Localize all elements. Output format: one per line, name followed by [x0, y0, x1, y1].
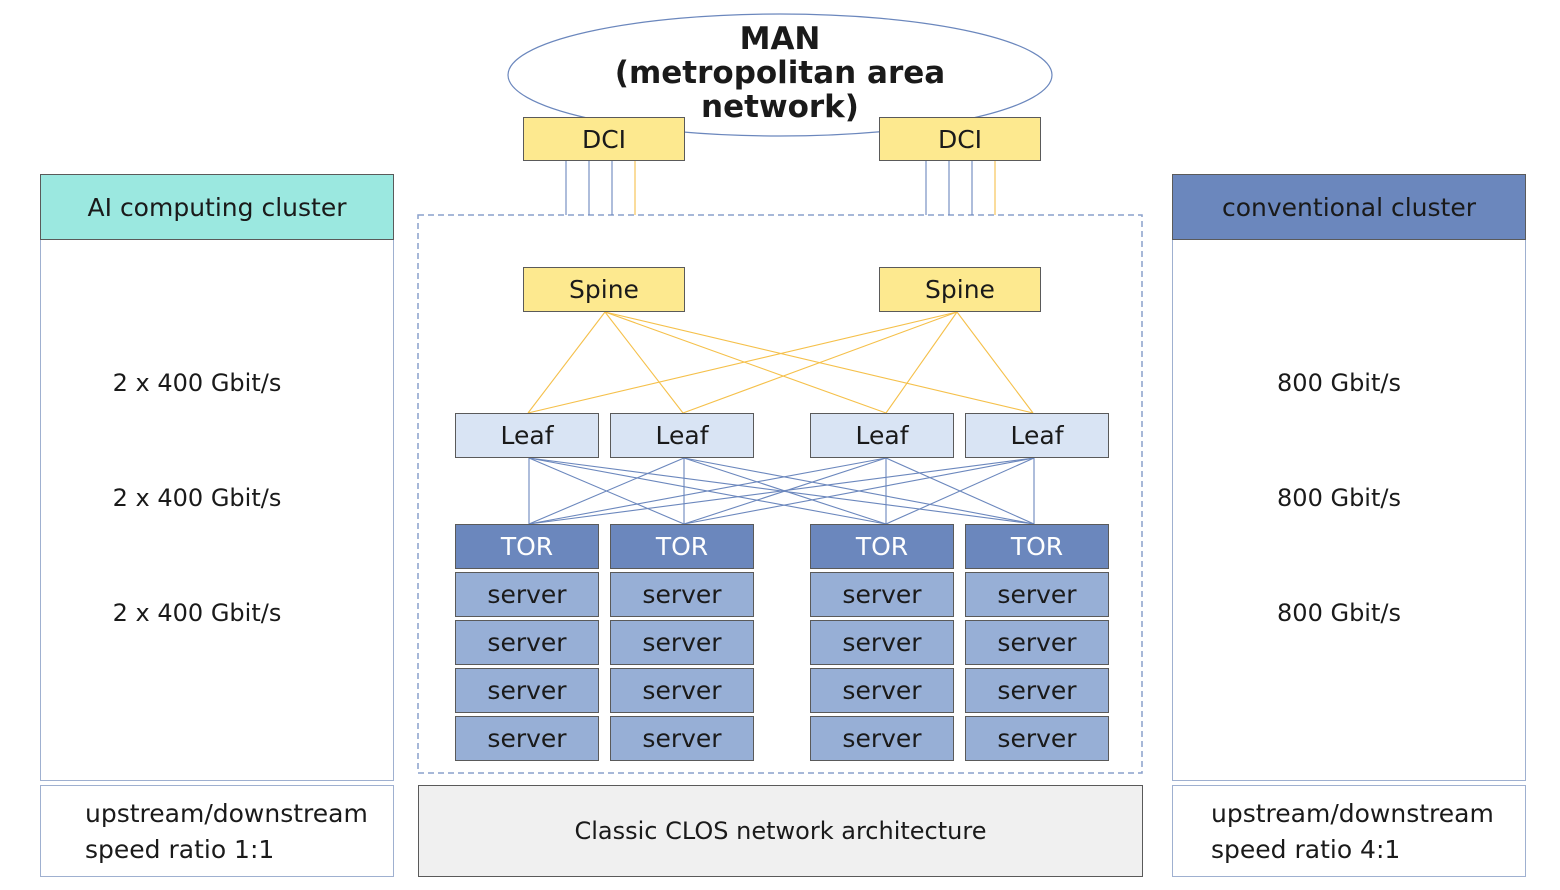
ai-cluster-title: AI computing cluster	[40, 174, 394, 240]
tor-node-4: TOR	[965, 524, 1109, 569]
ai-ratio-line-2: speed ratio 1:1	[85, 835, 275, 864]
leaf-tor-line	[528, 457, 887, 525]
conventional-cluster-title: conventional cluster	[1172, 174, 1526, 240]
leaf-node-2: Leaf	[610, 413, 754, 458]
man-label: MAN	[739, 21, 821, 57]
spine-leaf-line	[604, 311, 684, 414]
server-node: server	[810, 668, 954, 713]
spine-leaf-line	[885, 311, 958, 414]
ai-speed-2: 2 x 400 Gbit/s	[112, 484, 282, 512]
conventional-ratio-line-1: upstream/downstream	[1211, 799, 1494, 828]
spine-leaf-line	[527, 311, 606, 414]
leaf-tor-line	[528, 457, 685, 525]
ai-ratio-line-1: upstream/downstream	[85, 799, 368, 828]
conventional-ratio-box: upstream/downstream speed ratio 4:1	[1172, 785, 1526, 877]
dci-node-2: DCI	[879, 117, 1041, 161]
conventional-speed-1: 800 Gbit/s	[1277, 369, 1401, 397]
server-node: server	[610, 668, 754, 713]
server-node: server	[965, 716, 1109, 761]
server-node: server	[455, 668, 599, 713]
server-node: server	[455, 716, 599, 761]
leaf-node-4: Leaf	[965, 413, 1109, 458]
server-node: server	[610, 716, 754, 761]
conventional-ratio-line-2: speed ratio 4:1	[1211, 835, 1401, 864]
server-node: server	[455, 620, 599, 665]
server-node: server	[810, 716, 954, 761]
ai-speed-1: 2 x 400 Gbit/s	[112, 369, 282, 397]
server-node: server	[810, 620, 954, 665]
man-title: MAN (metropolitan area network)	[560, 22, 1000, 124]
leaf-tor-line	[528, 457, 1035, 525]
server-node: server	[965, 668, 1109, 713]
leaf-tor-lines	[528, 457, 1035, 525]
datacenter-dashed-frame	[417, 214, 1143, 774]
conventional-speed-3: 800 Gbit/s	[1277, 599, 1401, 627]
dci-node-1: DCI	[523, 117, 685, 161]
spine-leaf-line	[527, 311, 958, 414]
server-node: server	[965, 572, 1109, 617]
tor-node-3: TOR	[810, 524, 954, 569]
spine-node-2: Spine	[879, 267, 1041, 312]
spine-leaf-lines	[527, 311, 1034, 414]
server-node: server	[610, 620, 754, 665]
tor-node-1: TOR	[455, 524, 599, 569]
leaf-node-1: Leaf	[455, 413, 599, 458]
spine-node-1: Spine	[523, 267, 685, 312]
man-ellipse	[507, 13, 1053, 137]
man-subtitle: (metropolitan area network)	[614, 55, 946, 125]
ai-ratio-box: upstream/downstream speed ratio 1:1	[40, 785, 394, 877]
clos-architecture-label: Classic CLOS network architecture	[418, 785, 1143, 877]
leaf-tor-line	[683, 457, 1035, 525]
dci-uplink-lines	[565, 161, 996, 215]
leaf-tor-line	[885, 457, 1035, 525]
leaf-node-3: Leaf	[810, 413, 954, 458]
conventional-speed-2: 800 Gbit/s	[1277, 484, 1401, 512]
ai-cluster-panel	[40, 174, 394, 781]
spine-leaf-line	[956, 311, 1034, 414]
server-node: server	[455, 572, 599, 617]
ai-speed-3: 2 x 400 Gbit/s	[112, 599, 282, 627]
server-node: server	[965, 620, 1109, 665]
spine-leaf-line	[604, 311, 887, 414]
server-node: server	[810, 572, 954, 617]
conventional-cluster-panel	[1172, 174, 1526, 781]
spine-leaf-line	[682, 311, 958, 414]
server-node: server	[610, 572, 754, 617]
tor-node-2: TOR	[610, 524, 754, 569]
